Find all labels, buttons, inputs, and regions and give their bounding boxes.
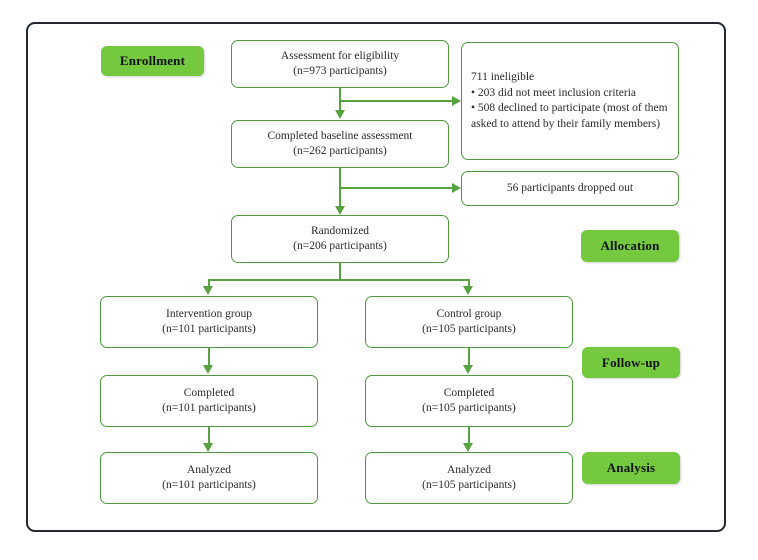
box-control-analyzed: Analyzed (n=105 participants) <box>365 452 573 504</box>
box-intervention-completed-line2: (n=101 participants) <box>162 402 256 414</box>
stage-badge-enrollment-label: Enrollment <box>119 53 186 68</box>
box-baseline-line2: (n=262 participants) <box>293 145 387 157</box>
stage-badge-followup: Follow-up <box>582 347 680 378</box>
stage-badge-analysis: Analysis <box>582 452 680 484</box>
connector-assessment-to-baseline-stem <box>338 88 342 111</box>
arrowhead-control-completed-to-analyzed <box>463 443 474 452</box>
box-control-analyzed-line1: Analyzed <box>446 463 492 476</box>
arrowhead-intervention-completed-to-analyzed <box>203 443 214 452</box>
arrowhead-assessment-to-baseline <box>334 110 345 119</box>
arrowhead-randomized-to-intervention <box>203 286 214 295</box>
connector-assessment-to-ineligible-branch <box>338 100 455 103</box>
connector-randomized-to-control-drop <box>467 279 470 288</box>
box-completed-baseline-assessment: Completed baseline assessment (n=262 par… <box>231 120 449 168</box>
arrowhead-baseline-to-randomized <box>334 206 345 215</box>
stage-badge-enrollment: Enrollment <box>101 46 204 76</box>
box-assessment-line2: (n=973 participants) <box>293 65 387 77</box>
stage-badge-analysis-label: Analysis <box>606 460 656 475</box>
box-intervention-analyzed-line1: Analyzed <box>186 463 232 476</box>
stage-badge-allocation-label: Allocation <box>600 238 660 253</box>
connector-baseline-to-dropped-branch <box>338 187 455 190</box>
box-randomized-line2: (n=206 participants) <box>293 240 387 252</box>
box-control-completed-line2: (n=105 participants) <box>422 402 516 414</box>
box-ineligible-line2: • 203 did not meet inclusion criteria <box>471 86 636 99</box>
box-intervention-group-line1: Intervention group <box>166 307 252 320</box>
connector-randomized-split-stem <box>338 263 342 281</box>
connector-control-completed-to-analyzed <box>467 427 470 444</box>
box-ineligible-line3: • 508 declined to participate (most of t… <box>471 102 668 130</box>
box-control-group-line1: Control group <box>436 307 502 320</box>
connector-control-group-to-completed <box>467 348 470 367</box>
box-baseline-line1: Completed baseline assessment <box>267 129 413 142</box>
box-intervention-group-line2: (n=101 participants) <box>162 323 256 335</box>
arrowhead-baseline-to-dropped <box>452 182 461 193</box>
box-intervention-group: Intervention group (n=101 participants) <box>100 296 318 348</box>
box-control-group: Control group (n=105 participants) <box>365 296 573 348</box>
arrowhead-randomized-to-control <box>463 286 474 295</box>
box-ineligible: 711 ineligible • 203 did not meet inclus… <box>461 42 679 160</box>
box-randomized: Randomized (n=206 participants) <box>231 215 449 263</box>
arrowhead-control-group-to-completed <box>463 365 474 374</box>
box-participants-dropped-out: 56 participants dropped out <box>461 171 679 206</box>
stage-badge-allocation: Allocation <box>581 230 679 262</box>
arrowhead-assessment-to-ineligible <box>452 95 461 106</box>
box-control-analyzed-line2: (n=105 participants) <box>422 479 516 491</box>
box-control-completed-line1: Completed <box>443 386 495 399</box>
connector-intervention-group-to-completed <box>207 348 210 367</box>
box-intervention-analyzed-line2: (n=101 participants) <box>162 479 256 491</box>
box-dropped-line1: 56 participants dropped out <box>506 181 634 194</box>
connector-intervention-completed-to-analyzed <box>207 427 210 444</box>
box-randomized-line1: Randomized <box>310 224 370 237</box>
box-intervention-analyzed: Analyzed (n=101 participants) <box>100 452 318 504</box>
box-assessment-for-eligibility: Assessment for eligibility (n=973 partic… <box>231 40 449 88</box>
box-intervention-completed-line1: Completed <box>183 386 235 399</box>
connector-randomized-to-intervention-drop <box>207 279 210 288</box>
connector-randomized-split-bar <box>208 279 470 282</box>
arrowhead-intervention-group-to-completed <box>203 365 214 374</box>
box-control-group-line2: (n=105 participants) <box>422 323 516 335</box>
box-intervention-completed: Completed (n=101 participants) <box>100 375 318 427</box>
box-ineligible-line1: 711 ineligible <box>471 71 535 83</box>
box-control-completed: Completed (n=105 participants) <box>365 375 573 427</box>
box-assessment-line1: Assessment for eligibility <box>280 49 400 62</box>
stage-badge-followup-label: Follow-up <box>601 354 661 370</box>
